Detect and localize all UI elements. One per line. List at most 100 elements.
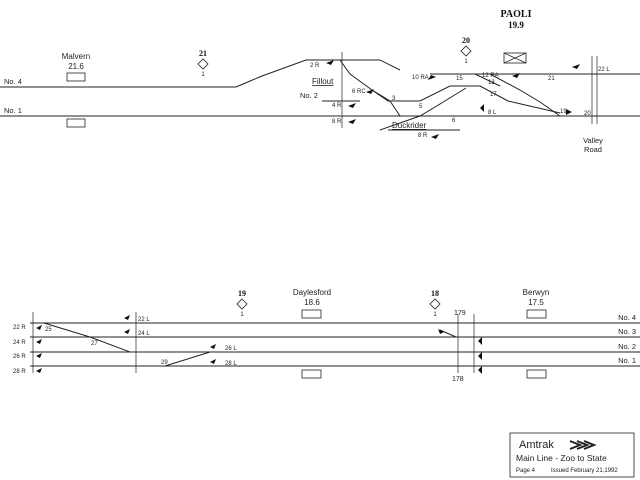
switch-13: 13	[488, 80, 495, 86]
signal-icon	[36, 353, 42, 358]
signal-icon	[36, 325, 42, 330]
station-daylesford-name: Daylesford	[293, 288, 331, 297]
station-berwyn-mile: 17.5	[528, 298, 544, 307]
track-label-no1-top: No. 1	[4, 106, 22, 115]
signal-icon	[366, 89, 374, 94]
milepost-18-sub: 1	[433, 312, 437, 318]
switch-2r: 2 R	[310, 63, 320, 69]
switch-178: 178	[452, 376, 464, 383]
signal-icon	[428, 75, 436, 80]
amtrak-logo-icon	[569, 440, 597, 450]
crossover-19	[489, 73, 561, 117]
station-malvern-name: Malvern	[62, 52, 90, 61]
signal-icon	[478, 337, 482, 345]
legend-box: Amtrak Main Line - Zoo to State Page 4 I…	[509, 432, 635, 478]
legend-frame	[509, 432, 635, 478]
signals-top	[326, 60, 580, 139]
track-label-no4-top: No. 4	[4, 77, 22, 86]
legend-brand: Amtrak	[519, 439, 554, 451]
switch-17: 17	[490, 92, 497, 98]
station-title: PAOLI	[501, 9, 532, 20]
milepost-19-diamond-icon	[236, 298, 248, 310]
track-label-no3-bottom: No. 3	[618, 327, 636, 336]
station-malvern-platform-south	[66, 118, 86, 128]
switch-26r: 26 R	[13, 354, 26, 360]
crossover-15-17	[450, 73, 501, 87]
signal-icon	[210, 359, 216, 364]
station-malvern-platform-north	[66, 72, 86, 82]
switch-3: 3	[392, 96, 396, 102]
switch-20: 20	[584, 111, 591, 117]
switch-8r-west: 8 R	[332, 119, 342, 125]
station-berwyn-platform-north	[526, 309, 547, 319]
interlocking-road: Road	[584, 145, 602, 154]
station-daylesford-platform-north	[301, 309, 322, 319]
signal-icon	[478, 352, 482, 360]
milepost-18-number: 18	[431, 289, 439, 298]
interlocking-valley: Valley	[583, 136, 603, 145]
signal-icon	[36, 368, 42, 373]
signal-icon	[348, 103, 356, 108]
milepost-20-sub: 1	[464, 59, 468, 65]
signals-bottom	[36, 315, 482, 374]
switch-28r: 28 R	[13, 369, 26, 375]
signal-icon	[480, 104, 484, 112]
switch-24r: 24 R	[13, 340, 26, 346]
legend-page: Page 4	[516, 468, 536, 474]
milepost-20-number: 20	[462, 36, 470, 45]
crossover-29	[164, 351, 211, 367]
legend-issued: Issued February 21,1992	[551, 468, 618, 474]
switch-10ra: 10 RA	[412, 75, 429, 81]
station-milepost: 19.9	[508, 20, 524, 30]
signal-icon	[124, 315, 130, 320]
milepost-21-diamond-icon	[197, 58, 209, 70]
crossover-25-27	[43, 322, 131, 353]
signal-icon	[438, 329, 444, 334]
station-daylesford-mile: 18.6	[304, 298, 320, 307]
signal-icon	[566, 109, 572, 115]
switch-24l: 24 L	[138, 331, 150, 337]
legend-title: Main Line - Zoo to State	[516, 453, 607, 463]
switch-22l: 22 L	[598, 67, 610, 73]
crossover-3	[371, 89, 401, 117]
station-malvern-mile: 21.6	[68, 62, 84, 71]
crossover-179	[439, 329, 457, 338]
milepost-21-sub: 1	[201, 72, 205, 78]
switch-21: 21	[548, 76, 555, 82]
switch-22r: 22 R	[13, 325, 26, 331]
signal-icon	[572, 64, 580, 69]
interlocking-duckrider: Duckrider	[392, 121, 427, 130]
switch-19: 19	[560, 109, 567, 115]
signal-icon	[431, 134, 439, 139]
switch-29: 29	[161, 360, 168, 366]
signal-icon	[36, 339, 42, 344]
signal-icon	[326, 60, 334, 65]
station-berwyn-name: Berwyn	[523, 288, 550, 297]
switch-25: 25	[45, 327, 52, 333]
switch-22l-bottom: 22 L	[138, 317, 150, 323]
switch-12ra: 12 RA	[482, 73, 499, 79]
signal-icon	[124, 329, 130, 334]
station-berwyn-platform-south	[526, 369, 547, 379]
milepost-19-sub: 1	[240, 312, 244, 318]
track-label-no4-bottom: No. 4	[618, 313, 636, 322]
switch-179: 179	[454, 310, 466, 317]
signal-icon	[478, 366, 482, 374]
switch-27: 27	[91, 341, 98, 347]
switch-5: 5	[419, 104, 423, 110]
station-daylesford-platform-south	[301, 369, 322, 379]
signal-icon	[512, 73, 520, 78]
switch-28l: 28 L	[225, 361, 237, 367]
interlocking-fillout: Fillout	[312, 77, 334, 86]
switch-6rc: 6 RC	[352, 89, 366, 95]
milepost-18-diamond-icon	[429, 298, 441, 310]
track-label-no1-bottom: No. 1	[618, 356, 636, 365]
signal-icon	[210, 344, 216, 349]
milepost-20-diamond-icon	[460, 45, 472, 57]
switch-8r-east: 8 R	[418, 133, 428, 139]
station-paoli-building-mark-2	[503, 52, 527, 64]
signal-icon	[348, 119, 356, 124]
milepost-21-number: 21	[199, 49, 207, 58]
